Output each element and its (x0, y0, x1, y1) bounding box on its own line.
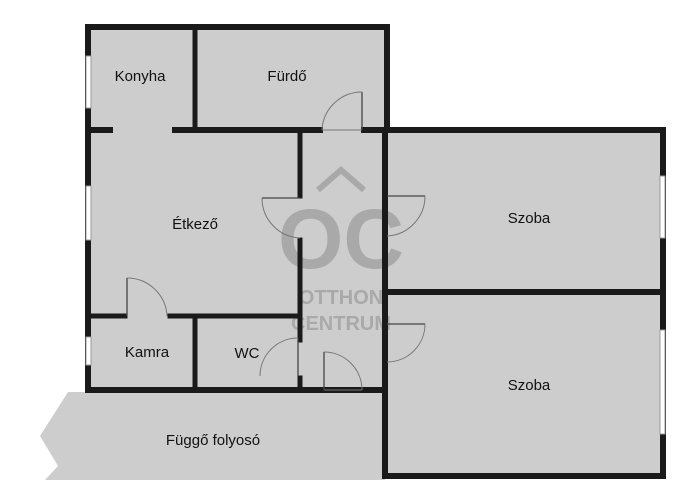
door-swing (386, 195, 426, 237)
pantry-area (88, 316, 198, 388)
window (85, 185, 92, 241)
room-label-corridor: Függő folyosó (166, 432, 260, 449)
door-swing (259, 337, 299, 377)
room-2-area (385, 290, 665, 478)
watermark-line-2: CENTRUM (291, 313, 391, 335)
door-swing (386, 323, 426, 363)
window (659, 175, 666, 239)
window (659, 329, 666, 435)
kitchen-area (88, 27, 198, 130)
windows (85, 55, 666, 435)
door-swing (321, 91, 363, 131)
window (85, 55, 92, 109)
room-label-wc: WC (235, 345, 260, 362)
door-swing (126, 277, 168, 317)
room-label-room-2: Szoba (508, 377, 551, 394)
door-swing (323, 351, 363, 391)
bathroom-area (195, 27, 387, 130)
doors (126, 91, 426, 391)
room-fills (40, 27, 665, 480)
door-swing (261, 197, 301, 239)
room-label-kitchen: Konyha (115, 68, 167, 85)
watermark-line-1: OTTHON (299, 287, 383, 309)
room-label-pantry: Kamra (125, 344, 170, 361)
window (85, 336, 92, 366)
dining-area (88, 128, 303, 318)
room-labels: Konyha Fürdő Étkező Szoba Szoba Kamra WC… (115, 68, 551, 449)
room-label-room-1: Szoba (508, 210, 551, 227)
room-1-area (385, 128, 665, 292)
room-label-dining: Étkező (172, 216, 218, 233)
wc-area (195, 316, 303, 388)
room-label-bathroom: Fürdő (267, 68, 306, 85)
corridor-area (40, 392, 385, 480)
watermark-roof (316, 166, 366, 193)
